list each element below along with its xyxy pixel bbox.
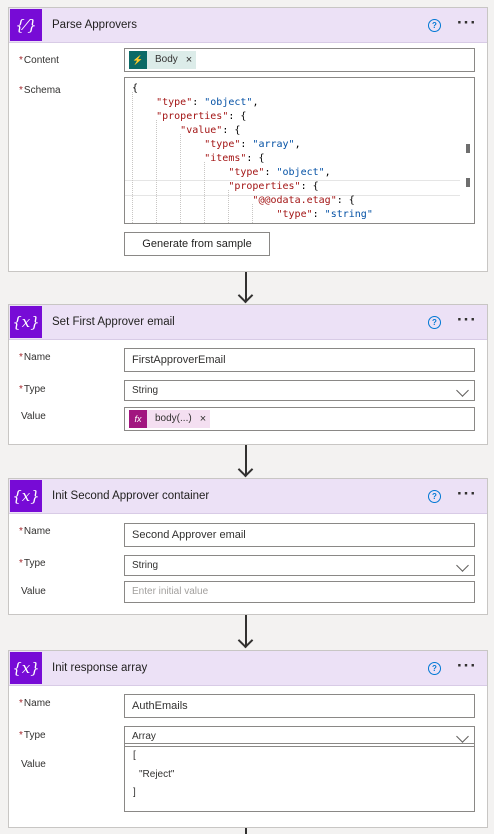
value-label: Value: [21, 411, 46, 422]
variable-icon: {x}: [10, 480, 42, 512]
variable-icon: {x}: [10, 306, 42, 338]
value-line: "Reject": [139, 769, 175, 780]
type-select-value: String: [132, 385, 159, 396]
parse-approvers-card: {⁄} Parse Approvers ? ··· *Content ⚡ Bod…: [8, 7, 488, 272]
body-token-icon: ⚡: [129, 51, 147, 69]
name-input[interactable]: Second Approver email: [124, 523, 475, 547]
value-textarea[interactable]: [ "Reject" ]: [124, 743, 475, 812]
name-input[interactable]: AuthEmails: [124, 694, 475, 718]
card-title: Set First Approver email: [52, 316, 175, 328]
chevron-down-icon: [456, 384, 469, 397]
type-select[interactable]: String: [124, 380, 475, 401]
indent-guide: [252, 204, 253, 223]
type-label: *Type: [19, 384, 46, 395]
init-response-array-card: {x} Init response array ? ··· *Name Auth…: [8, 650, 488, 828]
value-input[interactable]: Enter initial value: [124, 581, 475, 603]
card-header[interactable]: {x} Set First Approver email ? ···: [9, 305, 487, 340]
card-header[interactable]: {x} Init Second Approver container ? ···: [9, 479, 487, 514]
scrollbar-marker[interactable]: [466, 178, 470, 187]
card-title: Parse Approvers: [52, 19, 138, 31]
arrow-down-icon: [237, 272, 254, 304]
code-line: "type": "object",: [156, 97, 259, 108]
set-first-approver-card: {x} Set First Approver email ? ··· *Name…: [8, 304, 488, 445]
generate-from-sample-button[interactable]: Generate from sample: [124, 232, 270, 256]
indent-guide: [156, 120, 157, 223]
code-line: "properties": {: [228, 181, 319, 192]
init-second-approver-card: {x} Init Second Approver container ? ···…: [8, 478, 488, 615]
type-label: *Type: [19, 558, 46, 569]
name-input[interactable]: FirstApproverEmail: [124, 348, 475, 372]
body-token-label: Body: [155, 54, 178, 65]
type-select[interactable]: String: [124, 555, 475, 576]
code-line: "@@odata.etag": {: [252, 195, 355, 206]
type-select[interactable]: Array: [124, 726, 475, 747]
name-label: *Name: [19, 352, 51, 363]
help-icon[interactable]: ?: [428, 316, 441, 329]
card-header[interactable]: {⁄} Parse Approvers ? ···: [9, 8, 487, 43]
value-line: ]: [133, 787, 136, 798]
more-icon[interactable]: ···: [457, 484, 477, 503]
code-line: {: [132, 83, 139, 94]
type-select-value: String: [132, 560, 159, 571]
schema-label: *Schema: [19, 85, 61, 96]
type-select-value: Array: [132, 731, 156, 742]
name-label: *Name: [19, 526, 51, 537]
more-icon[interactable]: ···: [457, 656, 477, 675]
variable-icon: {x}: [10, 652, 42, 684]
value-line: [: [133, 750, 136, 761]
code-line: "type": "array",: [204, 139, 301, 150]
value-label: Value: [21, 759, 46, 770]
type-label: *Type: [19, 730, 46, 741]
help-icon[interactable]: ?: [428, 662, 441, 675]
card-header[interactable]: {x} Init response array ? ···: [9, 651, 487, 686]
code-line: "type": "object",: [228, 167, 331, 178]
code-line: "properties": {: [156, 111, 247, 122]
expression-token[interactable]: fx body(...) ×: [129, 410, 211, 428]
body-token[interactable]: ⚡ Body ×: [129, 51, 197, 69]
card-title: Init Second Approver container: [52, 490, 210, 502]
chevron-down-icon: [456, 730, 469, 743]
value-label: Value: [21, 586, 46, 597]
content-field[interactable]: ⚡ Body ×: [124, 48, 475, 72]
code-line: "type": "string": [276, 209, 373, 220]
scrollbar-marker[interactable]: [466, 144, 470, 153]
indent-guide: [132, 92, 133, 223]
schema-editor[interactable]: { "type": "object", "properties": { "val…: [124, 77, 475, 224]
arrow-down-icon: [237, 615, 254, 650]
card-title: Init response array: [52, 662, 148, 674]
name-label: *Name: [19, 698, 51, 709]
fx-icon: fx: [129, 410, 147, 428]
content-label: *Content: [19, 55, 59, 66]
chevron-down-icon: [456, 559, 469, 572]
code-line: "value": {: [180, 125, 241, 136]
code-line: "items": {: [204, 153, 265, 164]
current-line-highlight: [125, 180, 460, 196]
arrow-down-icon: [237, 445, 254, 478]
indent-guide: [204, 162, 205, 223]
value-field[interactable]: fx body(...) ×: [124, 407, 475, 431]
parse-json-icon: {⁄}: [10, 9, 42, 41]
more-icon[interactable]: ···: [457, 13, 477, 32]
expression-token-label: body(...): [155, 413, 192, 424]
more-icon[interactable]: ···: [457, 310, 477, 329]
arrow-down-icon: [238, 828, 254, 834]
close-icon[interactable]: ×: [185, 54, 193, 66]
help-icon[interactable]: ?: [428, 490, 441, 503]
help-icon[interactable]: ?: [428, 19, 441, 32]
close-icon[interactable]: ×: [199, 413, 207, 425]
indent-guide: [180, 134, 181, 223]
indent-guide: [228, 190, 229, 223]
